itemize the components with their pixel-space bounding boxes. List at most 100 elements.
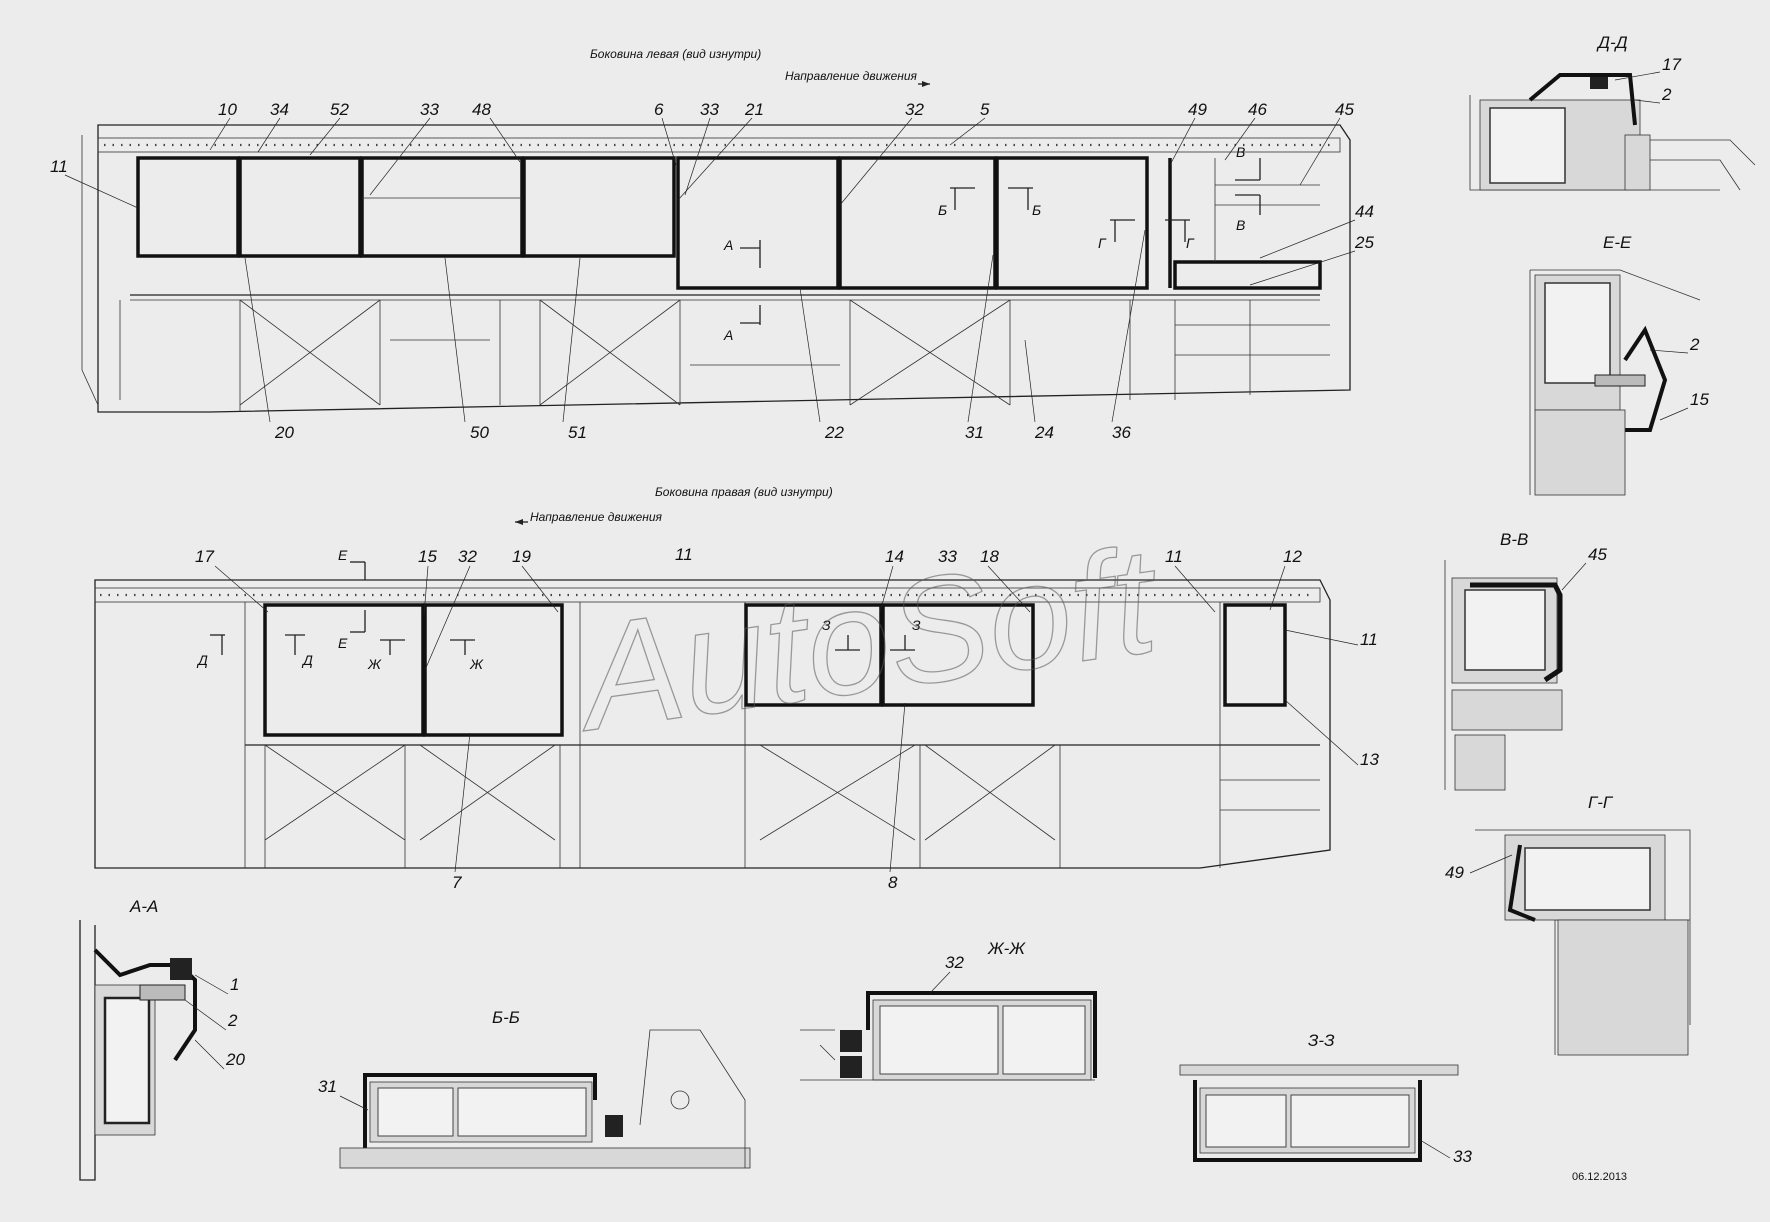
right-body-outline <box>94 579 1331 869</box>
section-g-g: Г-Г 49 <box>1445 793 1691 1056</box>
callout-r7: 7 <box>452 873 462 892</box>
watermark: AutoSoft <box>564 515 1170 763</box>
callout-r13: 13 <box>1360 750 1379 769</box>
callout-aa-1: 1 <box>230 975 239 994</box>
callout-r11b: 11 <box>1165 547 1183 566</box>
section-mark-e2: Е <box>338 635 348 651</box>
section-mark-z1: З <box>822 617 831 633</box>
callout-r32: 32 <box>458 547 477 566</box>
section-mark-d2: Д <box>301 652 313 668</box>
callout-36: 36 <box>1112 423 1131 442</box>
callout-24: 24 <box>1034 423 1054 442</box>
callout-r8: 8 <box>888 873 898 892</box>
callout-25: 25 <box>1354 233 1374 252</box>
callout-r33: 33 <box>938 547 957 566</box>
callout-r11a: 11 <box>675 545 693 564</box>
section-mark-d1: Д <box>196 652 208 668</box>
left-callouts: 10 34 52 33 48 6 33 21 32 5 49 46 45 <box>50 100 1374 442</box>
section-g-g-title: Г-Г <box>1588 793 1614 812</box>
callout-aa-20: 20 <box>225 1050 245 1069</box>
right-lower-frame <box>244 602 1320 868</box>
right-callouts: 17 15 32 19 11 14 33 18 11 12 11 13 7 8 <box>195 545 1379 892</box>
section-z-z: З-З 33 <box>1179 1031 1472 1166</box>
right-side-view: Боковина правая (вид изнутри) Направлени… <box>94 485 1379 892</box>
section-mark-v1: В <box>1236 144 1245 160</box>
left-body-outline <box>97 124 1351 413</box>
callout-46: 46 <box>1248 100 1267 119</box>
left-direction-arrowhead <box>922 81 930 87</box>
callout-48: 48 <box>472 100 491 119</box>
left-side-view: Боковина левая (вид изнутри) Направление… <box>50 47 1374 442</box>
callout-52: 52 <box>330 100 349 119</box>
callout-21: 21 <box>744 100 764 119</box>
section-mark-v2: В <box>1236 217 1245 233</box>
section-mark-a2: А <box>723 327 733 343</box>
callout-r19: 19 <box>512 547 531 566</box>
callout-r17: 17 <box>195 547 214 566</box>
right-direction-label: Направление движения <box>530 510 663 524</box>
section-mark-a1: А <box>723 237 733 253</box>
section-v-v-title: В-В <box>1500 530 1528 549</box>
section-mark-b2: Б <box>1032 202 1041 218</box>
section-e-e-title: Е-Е <box>1603 233 1632 252</box>
right-section-markers: Е Е Д Д Ж Ж З З <box>196 547 921 672</box>
section-v-v: В-В 45 <box>1444 530 1607 791</box>
callout-aa-2: 2 <box>227 1011 238 1030</box>
left-section-markers: А А Б Б Г Г В В <box>723 144 1261 343</box>
section-d-d: Д-Д 17 2 <box>1469 33 1756 191</box>
callout-20: 20 <box>274 423 294 442</box>
left-lower-frame <box>119 299 1330 412</box>
section-mark-zh2: Ж <box>469 656 484 672</box>
callout-r14: 14 <box>885 547 904 566</box>
callout-r18: 18 <box>980 547 999 566</box>
section-b-b-title: Б-Б <box>492 1008 520 1027</box>
callout-11: 11 <box>50 157 68 176</box>
callout-r12: 12 <box>1283 547 1302 566</box>
section-e-e: Е-Е 2 15 <box>1529 233 1709 496</box>
callout-ee-15: 15 <box>1690 390 1709 409</box>
callout-zh-32: 32 <box>945 953 964 972</box>
callout-r11c: 11 <box>1360 630 1378 649</box>
section-a-a-title: А-А <box>129 897 158 916</box>
callout-dd-2: 2 <box>1661 85 1672 104</box>
callout-51: 51 <box>568 423 587 442</box>
drawing-date: 06.12.2013 <box>1572 1171 1627 1183</box>
section-mark-zh1: Ж <box>367 656 382 672</box>
section-mark-z2: З <box>912 617 921 633</box>
left-view-title: Боковина левая (вид изнутри) <box>590 47 761 61</box>
callout-bb-31: 31 <box>318 1077 337 1096</box>
section-b-b: Б-Б 31 <box>318 1008 751 1169</box>
right-window-frames <box>263 603 1287 737</box>
right-view-title: Боковина правая (вид изнутри) <box>655 485 833 499</box>
callout-gg-49: 49 <box>1445 863 1464 882</box>
callout-5: 5 <box>980 100 990 119</box>
section-mark-b1: Б <box>938 202 947 218</box>
right-direction-arrowhead <box>515 519 523 525</box>
callout-22: 22 <box>824 423 844 442</box>
callout-vv-45: 45 <box>1588 545 1607 564</box>
callout-49: 49 <box>1188 100 1207 119</box>
section-mark-g2: Г <box>1186 235 1195 251</box>
section-zh-zh-title: Ж-Ж <box>987 939 1026 958</box>
callout-6: 6 <box>654 100 664 119</box>
left-window-frames <box>136 156 1322 290</box>
section-zh-zh: Ж-Ж 32 <box>800 939 1097 1081</box>
section-d-d-title: Д-Д <box>1596 33 1628 52</box>
callout-10: 10 <box>218 100 237 119</box>
callout-r15: 15 <box>418 547 437 566</box>
callout-dd-17: 17 <box>1662 55 1681 74</box>
left-front-edge-lower <box>81 369 99 406</box>
callout-45: 45 <box>1335 100 1354 119</box>
callout-ee-2: 2 <box>1689 335 1700 354</box>
callout-44: 44 <box>1355 202 1374 221</box>
section-z-z-title: З-З <box>1308 1031 1335 1050</box>
callout-33b: 33 <box>700 100 719 119</box>
right-roof-rail <box>94 587 1321 603</box>
section-a-a: А-А 1 2 20 <box>79 897 245 1181</box>
callout-31: 31 <box>965 423 984 442</box>
callout-34: 34 <box>270 100 289 119</box>
callout-z-33: 33 <box>1453 1147 1472 1166</box>
left-direction-label: Направление движения <box>785 69 918 83</box>
section-mark-e1: Е <box>338 547 348 563</box>
